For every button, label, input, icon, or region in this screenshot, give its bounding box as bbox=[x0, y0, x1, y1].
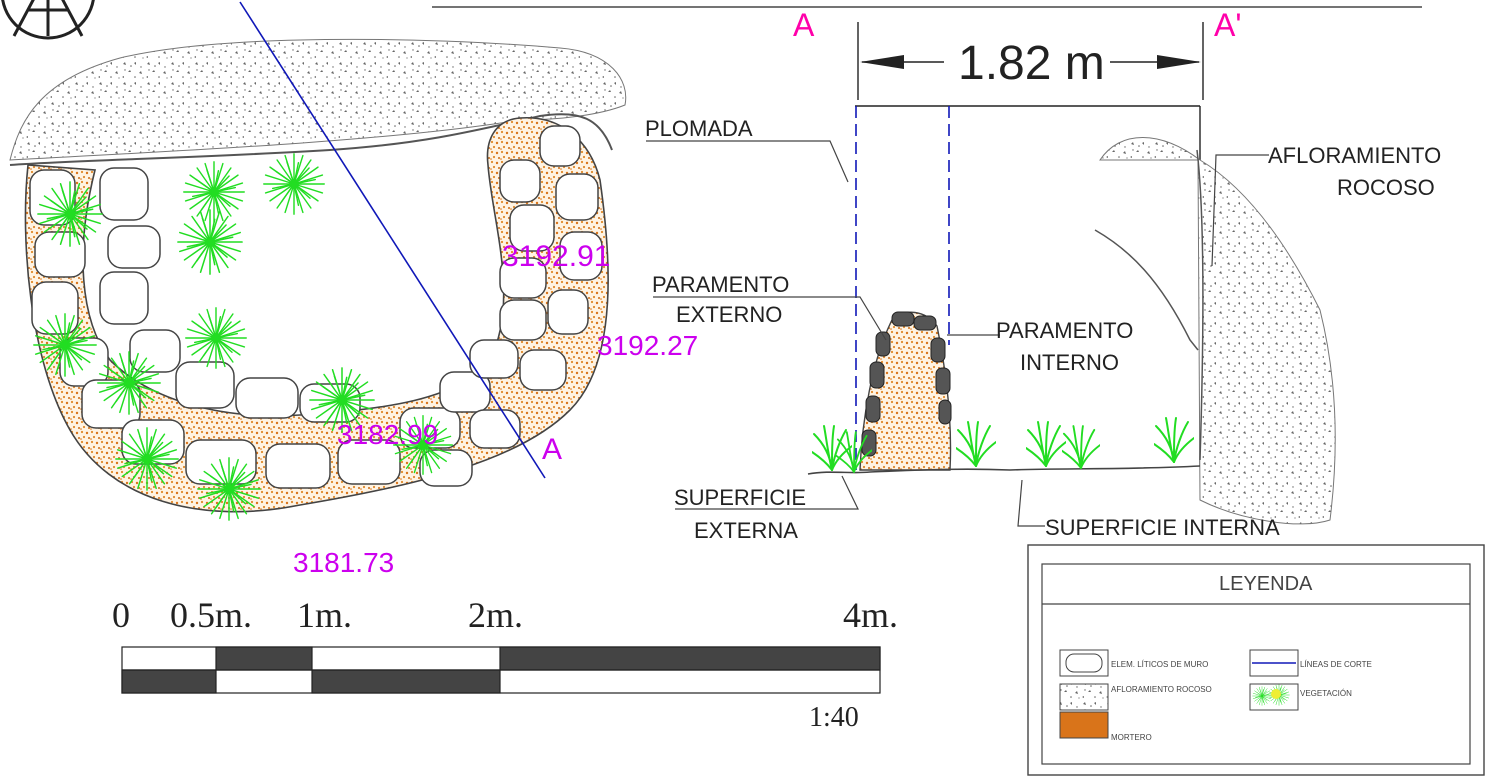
label-paramento-externo-1: PARAMENTO bbox=[652, 272, 789, 297]
wall-section-stones bbox=[861, 311, 952, 457]
rock-outcrop-section bbox=[1099, 137, 1336, 525]
legend-item-cut: LÍNEAS DE CORTE bbox=[1300, 660, 1372, 669]
label-superficie-externa-2: EXTERNA bbox=[694, 518, 798, 543]
label-afloramiento-2: ROCOSO bbox=[1337, 175, 1435, 200]
cut-line-a bbox=[239, 1, 546, 479]
scale-bar-segments bbox=[121, 646, 881, 694]
stone-icon bbox=[1059, 649, 1109, 677]
compass-seal-icon bbox=[1, 0, 95, 40]
legend-item-mortar: MORTERO bbox=[1111, 733, 1152, 742]
label-superficie-interna: SUPERFICIE INTERNA bbox=[1045, 515, 1280, 540]
cut-label-a: A bbox=[542, 433, 562, 466]
legend-item-vegetation: VEGETACIÓN bbox=[1300, 689, 1352, 698]
vegetation-legend-icon bbox=[1249, 683, 1299, 711]
gravel-bank bbox=[9, 38, 627, 161]
scale-ratio: 1:40 bbox=[809, 702, 859, 733]
scale-label-1: 1m. bbox=[297, 595, 352, 635]
legend-item-stone: ELEM. LÍTICOS DE MURO bbox=[1111, 660, 1208, 669]
terrain-line bbox=[9, 113, 613, 166]
scale-bar: 0 0.5m. 1m. 2m. 4m. 1:40 bbox=[112, 595, 898, 733]
cut-line-icon bbox=[1249, 649, 1299, 677]
scale-label-05: 0.5m. bbox=[170, 595, 252, 635]
elevation-4: 3181.73 bbox=[293, 547, 394, 578]
label-paramento-interno-1: PARAMENTO bbox=[996, 318, 1133, 343]
ground-line bbox=[807, 465, 1201, 475]
scale-label-4: 4m. bbox=[843, 595, 898, 635]
label-paramento-interno-2: INTERNO bbox=[1020, 350, 1119, 375]
label-paramento-externo-2: EXTERNO bbox=[676, 302, 782, 327]
wall-section-view: A A' 1.82 m bbox=[432, 6, 1441, 543]
wall-mortar-fill bbox=[24, 117, 609, 513]
section-label-right: A' bbox=[1214, 7, 1241, 43]
elevation-2: 3192.27 bbox=[597, 330, 698, 361]
leader-lines bbox=[646, 140, 1269, 527]
label-afloramiento-1: AFLORAMIENTO bbox=[1268, 143, 1441, 168]
wall-plan-view: A 3192.91 3192.27 3182.99 3181.73 bbox=[9, 1, 698, 578]
scale-label-0: 0 bbox=[112, 595, 130, 635]
dimension-value: 1.82 m bbox=[958, 37, 1105, 90]
section-label-left: A bbox=[793, 7, 815, 43]
dimension-marker bbox=[857, 22, 1204, 100]
label-plomada: PLOMADA bbox=[645, 116, 753, 141]
rock-outcrop-icon bbox=[1059, 683, 1109, 711]
mortar-icon bbox=[1059, 711, 1109, 739]
legend-item-outcrop: AFLORAMIENTO ROCOSO bbox=[1111, 685, 1212, 694]
legend-title: LEYENDA bbox=[1219, 573, 1313, 595]
elevation-3: 3182.99 bbox=[337, 419, 438, 450]
label-superficie-externa-1: SUPERFICIE bbox=[674, 485, 806, 510]
scale-label-2: 2m. bbox=[468, 595, 523, 635]
elevation-1: 3192.91 bbox=[502, 240, 610, 273]
stone-elements bbox=[29, 125, 603, 489]
legend-box: LEYENDA ELEM. LÍTICOS DE MURO LÍNEAS DE … bbox=[1027, 544, 1485, 776]
